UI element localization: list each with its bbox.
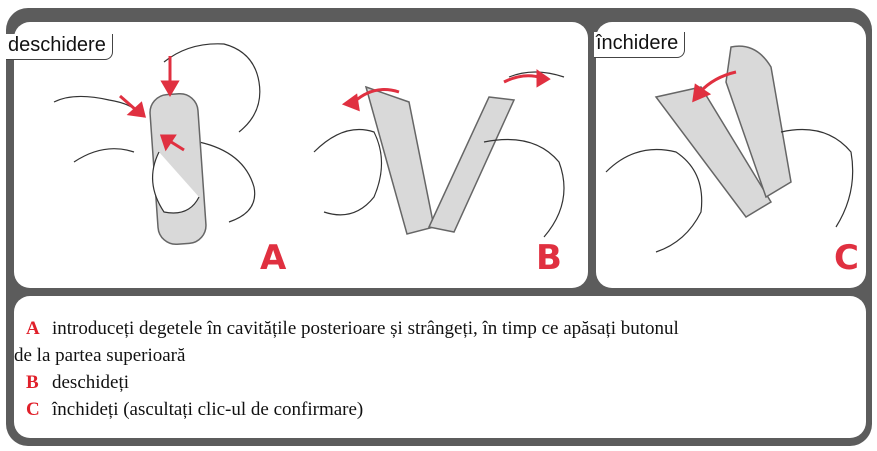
illustration-panel-close — [596, 22, 866, 288]
finger-outline — [74, 149, 134, 162]
instruction-text: deschideți — [52, 372, 129, 393]
instruction-key: C — [26, 399, 52, 421]
instruction-key: A — [26, 318, 52, 340]
hand-outline — [314, 130, 382, 215]
opening-illustration — [14, 22, 588, 288]
illustration-panel-open — [14, 22, 588, 288]
closing-label: închidere — [594, 32, 685, 58]
hand-outline — [606, 150, 702, 253]
device-half-left — [366, 87, 434, 234]
device-half-right — [429, 97, 514, 232]
step-a-label: A — [260, 238, 286, 278]
instruction-line: de la partea superioară — [14, 345, 185, 367]
hand-outline — [484, 140, 564, 238]
instruction-key: B — [26, 372, 52, 394]
hand-outline — [199, 142, 255, 222]
instruction-text: închideți (ascultați clic-ul de confirma… — [52, 399, 363, 420]
step-b-label: B — [536, 238, 562, 278]
opening-label: deschidere — [6, 34, 113, 60]
instruction-text: de la partea superioară — [14, 345, 185, 366]
closing-illustration — [596, 22, 866, 288]
step-c-label: C — [834, 238, 859, 278]
hand-outline — [781, 130, 853, 228]
instruction-text: introduceți degetele în cavitățile poste… — [52, 318, 679, 339]
